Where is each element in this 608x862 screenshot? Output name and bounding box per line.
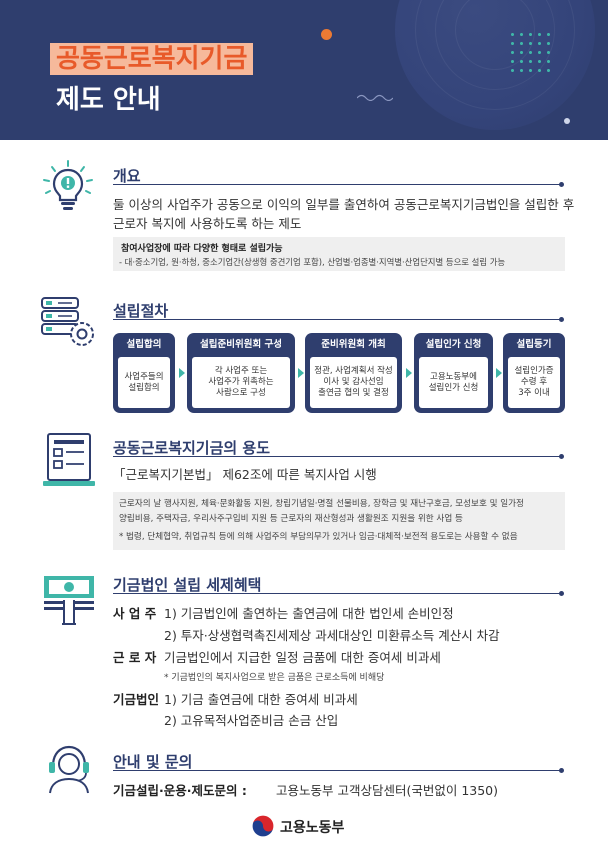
overview-box-title: 참여사업장에 따라 다양한 형태로 설립가능 (121, 244, 283, 254)
section-divider (113, 768, 564, 773)
contact-label: 기금설립·운용·제도문의 : (113, 783, 247, 798)
section-title-contact: 안내 및 문의 (113, 753, 193, 771)
header-banner: 공동근로복지기금 제도 안내 (0, 0, 608, 140)
step-body: 사업주들의 설립합의 (118, 357, 170, 408)
step-head: 설립합의 (126, 339, 162, 350)
step-head: 설립준비위원회 구성 (200, 339, 282, 350)
tax-label-fund: 기금법인 (113, 692, 160, 707)
section-divider (113, 591, 564, 596)
tax-worker-note: * 기금법인의 복지사업으로 받은 금품은 근로소득에 비해당 (164, 673, 385, 683)
chevron-right-icon (406, 368, 412, 378)
taegeuk-emblem-icon (251, 814, 275, 838)
procedure-step-1: 설립합의 사업주들의 설립합의 (113, 333, 175, 413)
overview-info-box (113, 237, 565, 271)
ministry-logo-text: 고용노동부 (280, 820, 345, 836)
usage-info-box (113, 492, 565, 550)
step-head: 설립등기 (516, 339, 552, 350)
usage-box-note: * 법령, 단체협약, 취업규칙 등에 의해 사업주의 부담의무가 있거나 임금… (119, 532, 518, 542)
section-divider (113, 317, 564, 322)
section-divider (113, 454, 564, 459)
usage-subtitle: 「근로복지기본법」 제62조에 따른 복지사업 시행 (113, 467, 377, 482)
overview-text-line2: 근로자 복지에 사용하도록 하는 제도 (113, 216, 302, 231)
tax-fund-item1: 1) 기금 출연금에 대한 증여세 비과세 (164, 692, 358, 707)
overview-box-text: - 대·중소기업, 원·하청, 중소기업간(상생형 중견기업 포함), 산업별·… (119, 257, 506, 267)
section-title-overview: 개요 (113, 167, 141, 185)
chevron-right-icon (179, 368, 185, 378)
chevron-right-icon (298, 368, 304, 378)
procedure-step-4: 설립인가 신청 고용노동부에 설립인가 신청 (414, 333, 493, 413)
step-body: 고용노동부에 설립인가 신청 (419, 357, 488, 408)
step-body: 설립인가증 수령 후 3주 이내 (508, 357, 560, 408)
step-head: 설립인가 신청 (425, 339, 482, 350)
title-highlight: 공동근로복지기금 (50, 43, 254, 75)
step-head: 준비위원회 개최 (321, 339, 386, 350)
overview-text-line1: 둘 이상의 사업주가 공동으로 이익의 일부를 출연하여 공동근로복지기금법인을… (113, 197, 575, 212)
headset-agent-icon (49, 745, 89, 794)
contact-value: 고용노동부 고객상담센터(국번없이 1350) (276, 783, 499, 798)
section-divider (113, 182, 564, 187)
chevron-right-icon (496, 368, 502, 378)
decor-white-dot (564, 118, 570, 124)
step-body: 정관, 사업계획서 작성 이사 및 감사선임 출연금 협의 및 결정 (310, 357, 397, 408)
lightbulb-icon (43, 160, 93, 210)
tax-employer-item1: 1) 기금법인에 출연하는 출연금에 대한 법인세 손비인정 (164, 606, 454, 621)
usage-box-line1: 근로자의 날 행사지원, 체육·문화활동 지원, 창립기념일·명절 선물비용, … (119, 499, 524, 509)
tax-label-employer: 사 업 주 (113, 606, 157, 621)
step-body: 각 사업주 또는 사업주가 위촉하는 사람으로 구성 (192, 357, 290, 408)
tax-label-worker: 근 로 자 (113, 650, 157, 665)
money-icon (44, 576, 94, 625)
tax-employer-item2: 2) 투자·상생협력촉진세제상 과세대상인 미환류소득 계산시 차감 (164, 628, 500, 643)
tax-fund-item2: 2) 고유목적사업준비금 손금 산입 (164, 713, 339, 728)
section-title-procedure: 설립절차 (113, 302, 169, 320)
document-list-icon (43, 433, 95, 486)
page-title-line1: 공동근로복지기금 (56, 44, 248, 74)
decor-orange-dot (321, 29, 332, 40)
page-title-line2: 제도 안내 (56, 85, 161, 115)
usage-box-line2: 양립비용, 주택자금, 우리사주구입비 지원 등 근로자의 재산형성과 생활원조… (119, 514, 463, 524)
procedure-step-2: 설립준비위원회 구성 각 사업주 또는 사업주가 위촉하는 사람으로 구성 (187, 333, 295, 413)
section-title-usage: 공동근로복지기금의 용도 (113, 439, 271, 457)
server-gear-icon (41, 297, 94, 346)
tax-worker-item: 기금법인에서 지급한 일정 금품에 대한 증여세 비과세 (164, 650, 441, 665)
procedure-step-5: 설립등기 설립인가증 수령 후 3주 이내 (503, 333, 565, 413)
procedure-step-3: 준비위원회 개최 정관, 사업계획서 작성 이사 및 감사선임 출연금 협의 및… (305, 333, 402, 413)
section-title-tax: 기금법인 설립 세제혜택 (113, 576, 262, 594)
decor-dot-grid (508, 30, 556, 76)
decor-wave (357, 94, 393, 101)
